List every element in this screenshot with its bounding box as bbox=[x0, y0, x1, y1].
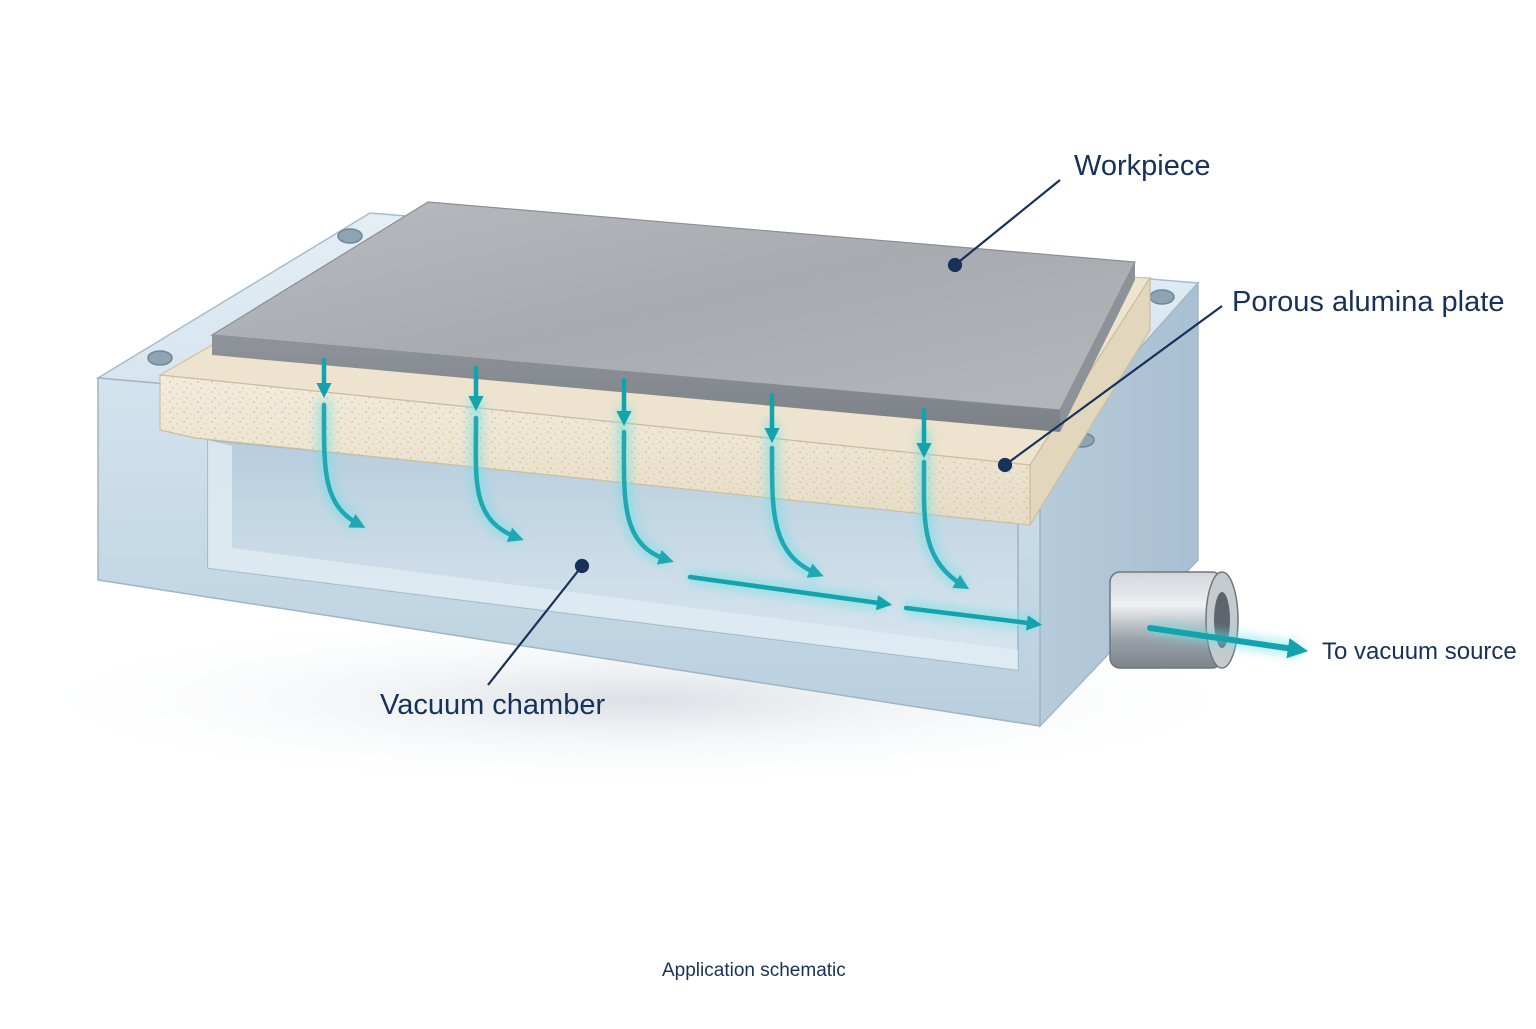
vacuum-chamber-leader bbox=[487, 565, 583, 686]
vacuum-source-label: To vacuum source bbox=[1322, 638, 1517, 665]
vacuum-fitting bbox=[1109, 571, 1239, 669]
flow-arrow-chamber bbox=[687, 574, 893, 611]
porous-plate-label: Porous alumina plate bbox=[1232, 286, 1505, 318]
leader-lines bbox=[487, 179, 1223, 686]
flow-arrow-curve bbox=[769, 445, 824, 578]
caption: Application schematic bbox=[662, 960, 846, 981]
workpiece-plate bbox=[210, 201, 1136, 432]
flow-arrow-outlet bbox=[1147, 625, 1309, 659]
porous-plate-leader bbox=[1004, 305, 1223, 466]
vacuum-chamber-label: Vacuum chamber bbox=[380, 689, 606, 721]
flow-arrow-curve bbox=[621, 429, 674, 565]
flow-arrow-curve bbox=[473, 415, 524, 542]
flow-arrow-chamber bbox=[903, 605, 1043, 631]
flow-arrow-curve bbox=[321, 402, 366, 528]
workpiece-label: Workpiece bbox=[1074, 150, 1211, 182]
airflow-arrows bbox=[316, 357, 1309, 659]
workpiece-leader bbox=[954, 179, 1061, 266]
flow-arrow-curve bbox=[921, 459, 970, 590]
chamber-floor-ledge bbox=[208, 440, 1018, 670]
